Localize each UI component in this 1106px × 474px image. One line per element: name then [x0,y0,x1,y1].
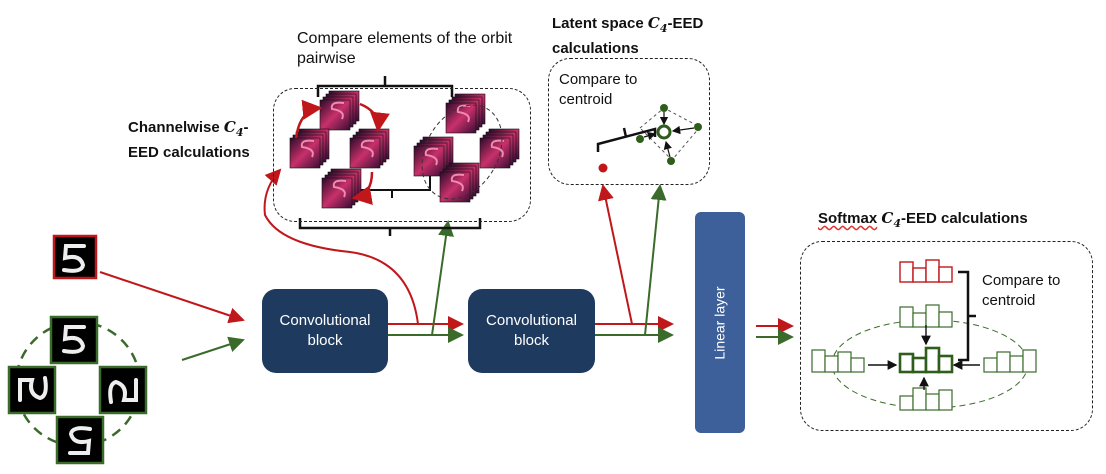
linear-layer: Linear layer [695,212,745,433]
channelwise-label: Channelwise C4-EED calculations [128,118,250,161]
arrow-red-to-channelwise [263,168,419,325]
histogram-green-center [898,346,954,374]
conv-block-2-label: Convolutional block [486,312,577,349]
fm-red-curve-2 [359,102,390,133]
fm-red-curve-1 [294,99,323,139]
softmax-label: Softmax C4-EED calculations [818,209,1028,230]
histogram-red [899,259,953,283]
softmax-compare-label: Compare to centroid [982,272,1061,309]
orbit-digit-left [7,365,57,415]
arrow-green-to-latent [644,184,667,336]
conv-block-1-label: Convolutional block [279,312,371,349]
histogram-green-top [899,304,953,328]
feature-map-stack [319,90,360,131]
feature-map-stack [321,168,362,209]
feature-map-stack [349,128,390,169]
conv-block-1: Convolutional block [262,289,388,373]
feature-map-stacks [289,90,520,209]
brace-top [316,76,454,97]
orbit-digit-bottom [55,415,105,465]
compare-orbit-label: Compare elements of the orbit pairwise [297,30,513,67]
softmax-histograms [811,259,1037,411]
latent-label: Latent space C4-EED calculations [552,14,704,57]
latent-box [548,58,710,185]
brace-bottom [298,218,482,236]
feature-map-stack [289,128,330,169]
arrow-green-to-channelwise [431,220,454,336]
conv-block-2: Convolutional block [468,289,595,373]
fm-dashed-oval [421,104,503,200]
histogram-green-bottom [899,387,953,411]
fm-red-curve-3 [351,171,374,205]
linear-layer-label: Linear layer [712,285,728,360]
arrow-red-input [99,271,245,324]
orbit-digit-top [49,315,99,365]
softmax-box [800,241,1093,431]
latent-scatter [596,104,702,173]
channelwise-box [273,88,531,222]
input-digit-red [52,234,98,280]
latent-compare-label: Compare to centroid [559,71,638,108]
feature-map-stack [445,93,486,134]
arrow-green-input [181,336,245,361]
softmax-brace [958,270,976,362]
feature-map-stack [439,162,480,203]
histogram-green-left [811,349,865,373]
arrow-red-to-latent [598,184,633,325]
histogram-green-right [983,349,1037,373]
orbit-digit-right [98,365,148,415]
